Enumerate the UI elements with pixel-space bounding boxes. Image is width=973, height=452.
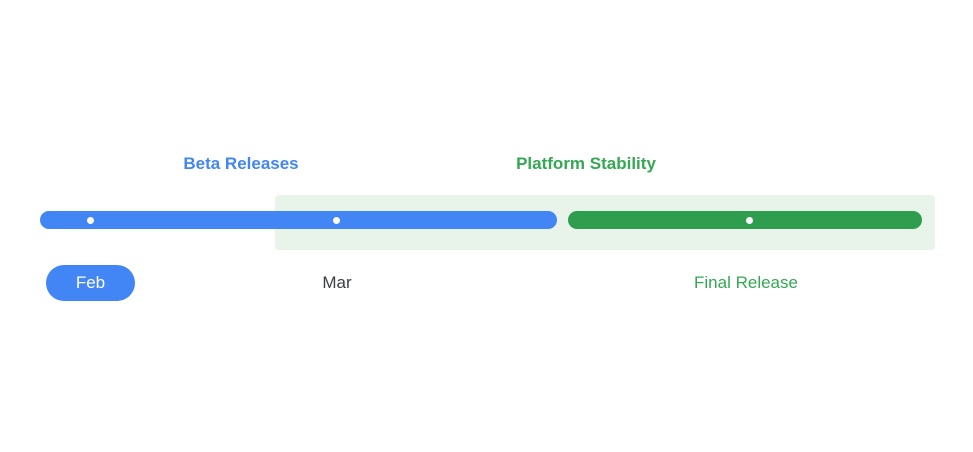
- phase-label-beta-releases: Beta Releases: [183, 154, 299, 173]
- milestone-dot-feb[interactable]: [87, 217, 94, 224]
- milestone-dot-mar[interactable]: [333, 217, 340, 224]
- phase-label-platform-stability: Platform Stability: [516, 154, 656, 173]
- month-pill-feb[interactable]: Feb: [46, 265, 135, 301]
- milestone-dot-final-release[interactable]: [746, 217, 753, 224]
- timeline-segment-beta-releases[interactable]: [40, 211, 557, 229]
- tick-label-final-release[interactable]: Final Release: [694, 273, 798, 292]
- tick-label-mar[interactable]: Mar: [322, 273, 352, 292]
- timeline-segment-platform-stability[interactable]: [568, 211, 922, 229]
